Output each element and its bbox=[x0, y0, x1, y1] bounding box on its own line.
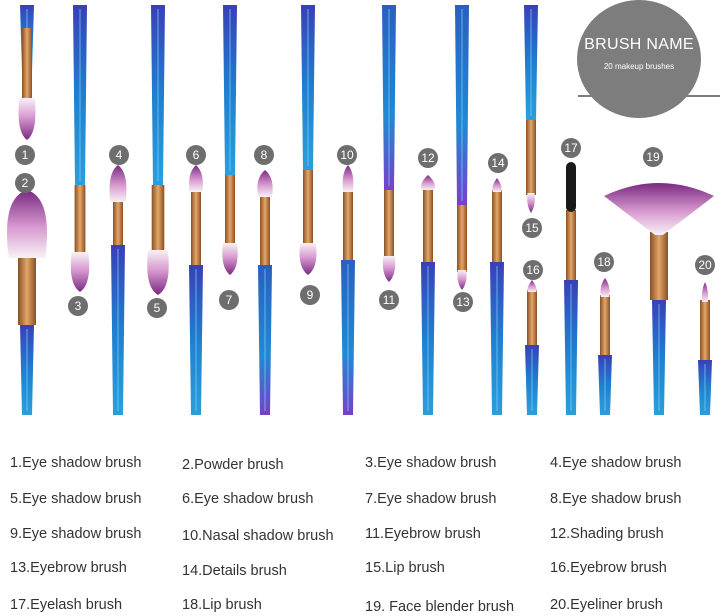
badge-8: 8 bbox=[254, 145, 274, 165]
brush-name-item: 19. Face blender brush bbox=[365, 599, 515, 615]
brush-6-ferrule bbox=[191, 190, 201, 265]
brush-name-item: 12.Shading brush bbox=[550, 526, 664, 542]
brush-name-item: 5.Eye shadow brush bbox=[10, 491, 142, 507]
badge-16: 16 bbox=[523, 260, 543, 280]
brush-1-ferrule bbox=[22, 28, 32, 100]
brush-17-spoolie bbox=[566, 162, 576, 212]
badge-1: 1 bbox=[15, 145, 35, 165]
brush-name-item: 16.Eyebrow brush bbox=[550, 560, 667, 576]
brush-19-ferrule bbox=[650, 232, 668, 300]
brush-16-ferrule bbox=[527, 290, 537, 345]
badge-6: 6 bbox=[186, 145, 206, 165]
brush-18-ferrule bbox=[600, 295, 610, 355]
brush-20-ferrule bbox=[700, 300, 710, 360]
brush-3-ferrule bbox=[74, 185, 86, 255]
brush-name-item: 9.Eye shadow brush bbox=[10, 526, 142, 542]
badge-4: 4 bbox=[109, 145, 129, 165]
badge-10: 10 bbox=[337, 145, 357, 165]
brush-2-bristles bbox=[7, 190, 47, 258]
badge-17: 17 bbox=[561, 138, 581, 158]
badge-14: 14 bbox=[488, 153, 508, 173]
brush-8-ferrule bbox=[260, 195, 270, 265]
badge-3: 3 bbox=[68, 296, 88, 316]
brush-11-bristles bbox=[382, 256, 396, 282]
brush-12-ferrule bbox=[423, 188, 433, 262]
brush-12-bristles bbox=[421, 175, 435, 190]
badge-9: 9 bbox=[300, 285, 320, 305]
brush-9-ferrule bbox=[303, 170, 313, 245]
brush-name-item: 2.Powder brush bbox=[182, 457, 284, 473]
brush-7-bristles bbox=[222, 243, 238, 275]
brush-name-item: 13.Eyebrow brush bbox=[10, 560, 127, 576]
brush-13-bristles bbox=[457, 270, 467, 290]
badge-18: 18 bbox=[594, 252, 614, 272]
brush-name-item: 18.Lip brush bbox=[182, 597, 262, 613]
brush-11-ferrule bbox=[384, 190, 394, 258]
brush-name-item: 15.Lip brush bbox=[365, 560, 445, 576]
brush-4-ferrule bbox=[113, 200, 123, 245]
brush-name-list: 1.Eye shadow brush 2.Powder brush 3.Eye … bbox=[0, 440, 720, 616]
brush-name-item: 11.Eyebrow brush bbox=[365, 526, 481, 542]
brush-name-item: 14.Details brush bbox=[182, 563, 287, 579]
brush-name-underline bbox=[578, 95, 720, 97]
brush-name-item: 7.Eye shadow brush bbox=[365, 491, 497, 507]
brush-15-bristles bbox=[527, 193, 535, 213]
brush-7-ferrule bbox=[225, 175, 235, 245]
brush-5-ferrule bbox=[151, 185, 165, 252]
brush-6-bristles bbox=[189, 165, 203, 192]
brush-1-bristles bbox=[18, 98, 36, 140]
brush-name-item: 4.Eye shadow brush bbox=[550, 455, 682, 471]
brush-5-bristles bbox=[147, 250, 169, 295]
badge-12: 12 bbox=[418, 148, 438, 168]
badge-20: 20 bbox=[695, 255, 715, 275]
badge-5: 5 bbox=[147, 298, 167, 318]
brush-20-bristles bbox=[701, 282, 709, 302]
badge-13: 13 bbox=[453, 292, 473, 312]
brush-name-item: 1.Eye shadow brush bbox=[10, 455, 142, 471]
brush-name-circle bbox=[577, 0, 701, 118]
badge-15: 15 bbox=[522, 218, 542, 238]
brush-10-bristles bbox=[342, 165, 354, 192]
brush-2-ferrule bbox=[18, 255, 36, 325]
brush-name-item: 20.Eyeliner brush bbox=[550, 597, 663, 613]
brush-name-subtitle: 20 makeup brushes bbox=[603, 62, 675, 71]
badge-7: 7 bbox=[219, 290, 239, 310]
badge-2: 2 bbox=[15, 173, 35, 193]
brush-9-bristles bbox=[299, 243, 317, 275]
brush-18-bristles bbox=[600, 278, 610, 297]
brush-17-ferrule bbox=[566, 210, 576, 280]
brush-13-ferrule bbox=[457, 205, 467, 272]
brush-19-bristles bbox=[604, 183, 714, 235]
brush-14-bristles bbox=[492, 178, 502, 192]
brushes-photo bbox=[7, 5, 714, 415]
brush-3-bristles bbox=[70, 252, 90, 292]
brush-10-ferrule bbox=[343, 190, 353, 260]
brush-name-item: 17.Eyelash brush bbox=[10, 597, 123, 613]
brush-name-title: BRUSH NAME bbox=[584, 36, 694, 53]
brush-8-bristles bbox=[257, 170, 273, 197]
brush-name-item: 6.Eye shadow brush bbox=[182, 491, 314, 507]
brush-4-bristles bbox=[109, 165, 127, 202]
brush-name-item: 10.Nasal shadow brush bbox=[182, 528, 334, 544]
brush-16-bristles bbox=[527, 280, 537, 292]
badge-11: 11 bbox=[379, 290, 399, 310]
brush-14-ferrule bbox=[492, 190, 502, 262]
brush-name-item: 3.Eye shadow brush bbox=[365, 455, 497, 471]
badge-19: 19 bbox=[643, 147, 663, 167]
brush-15-ferrule bbox=[526, 120, 536, 195]
brush-name-item: 8.Eye shadow brush bbox=[550, 491, 682, 507]
